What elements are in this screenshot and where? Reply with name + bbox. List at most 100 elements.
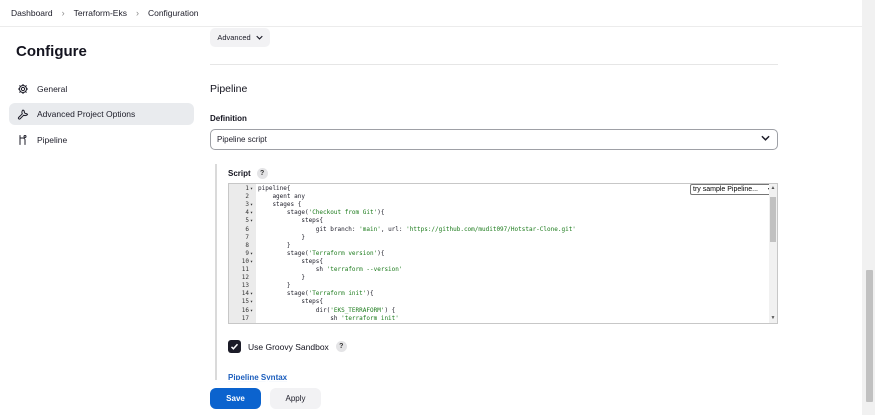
fold-toggle-icon[interactable]: ▾ bbox=[250, 202, 254, 209]
groovy-sandbox-label: Use Groovy Sandbox bbox=[248, 341, 329, 352]
line-number: 4 bbox=[245, 209, 249, 217]
line-number: 9 bbox=[245, 249, 249, 257]
fold-toggle-icon[interactable]: ▾ bbox=[250, 250, 254, 257]
sidebar-item-label: Advanced Project Options bbox=[37, 109, 136, 119]
fold-toggle-icon[interactable]: ▾ bbox=[250, 258, 254, 265]
code-text: steps{ bbox=[258, 257, 324, 265]
definition-select[interactable]: Pipeline script bbox=[210, 129, 778, 150]
line-number: 12 bbox=[241, 274, 249, 282]
page-scrollbar-thumb[interactable] bbox=[866, 270, 873, 402]
code-line: 15▾ steps{ bbox=[229, 298, 769, 306]
breadcrumb: Dashboard › Terraform-Eks › Configuratio… bbox=[0, 0, 875, 27]
fold-toggle-icon[interactable]: ▾ bbox=[250, 307, 254, 314]
line-number: 11 bbox=[241, 266, 249, 273]
advanced-label: Advanced bbox=[217, 33, 251, 42]
line-number: 1 bbox=[245, 185, 249, 192]
wrench-icon bbox=[17, 108, 29, 120]
code-text: stages { bbox=[258, 201, 302, 209]
pipeline-section-title: Pipeline bbox=[210, 83, 248, 95]
sample-pipeline-select[interactable]: try sample Pipeline... ▾ bbox=[690, 184, 774, 195]
help-icon[interactable]: ? bbox=[256, 168, 268, 179]
breadcrumb-configuration[interactable]: Configuration bbox=[147, 8, 199, 18]
line-number: 6 bbox=[245, 225, 249, 233]
code-line: 5▾ steps{ bbox=[229, 217, 769, 225]
code-text: sh 'terraform --version' bbox=[258, 266, 403, 273]
page-title: Configure bbox=[16, 43, 87, 60]
editor-scrollbar[interactable] bbox=[769, 184, 777, 323]
line-number: 3 bbox=[245, 201, 249, 209]
line-number: 5 bbox=[245, 217, 249, 225]
definition-label: Definition bbox=[210, 114, 247, 123]
line-number: 8 bbox=[245, 241, 249, 249]
code-text: steps{ bbox=[258, 298, 324, 306]
advanced-button[interactable]: Advanced bbox=[210, 28, 270, 47]
groovy-sandbox-checkbox[interactable] bbox=[228, 340, 241, 353]
apply-button[interactable]: Apply bbox=[270, 388, 321, 409]
code-text: agent any bbox=[258, 193, 305, 201]
line-number: 14 bbox=[241, 290, 249, 298]
code-text: stage('Terraform version'){ bbox=[258, 249, 385, 257]
code-line: 14▾ stage('Terraform init'){ bbox=[229, 290, 769, 298]
scroll-up-icon[interactable]: ▲ bbox=[770, 185, 776, 191]
code-line: 2 agent any bbox=[229, 193, 769, 201]
code-line: 3▾ stages { bbox=[229, 201, 769, 209]
editor-scrollbar-thumb[interactable] bbox=[770, 197, 776, 242]
code-text: pipeline{ bbox=[258, 185, 291, 192]
editor-gutter bbox=[229, 184, 256, 323]
nested-indicator bbox=[215, 164, 217, 382]
breadcrumb-dashboard[interactable]: Dashboard bbox=[11, 8, 53, 18]
fold-toggle-icon[interactable]: ▾ bbox=[250, 291, 254, 298]
line-number: 17 bbox=[241, 314, 249, 322]
line-number: 16 bbox=[241, 306, 249, 314]
fold-toggle-icon[interactable]: ▾ bbox=[250, 218, 254, 225]
definition-value: Pipeline script bbox=[217, 135, 267, 144]
code-line: 11 sh 'terraform --version' bbox=[229, 266, 769, 274]
scroll-down-icon[interactable]: ▼ bbox=[770, 315, 776, 321]
code-line: 16▾ dir('EKS_TERRAFORM') { bbox=[229, 307, 769, 315]
sidebar-item-pipeline[interactable]: Pipeline bbox=[9, 129, 194, 151]
section-divider bbox=[210, 64, 778, 65]
sidebar-item-general[interactable]: General bbox=[9, 78, 194, 100]
code-line: 10▾ steps{ bbox=[229, 258, 769, 266]
sidebar-item-label: Pipeline bbox=[37, 135, 68, 145]
line-number: 2 bbox=[245, 193, 249, 201]
chevron-down-icon bbox=[761, 134, 770, 143]
script-label-text: Script bbox=[228, 169, 251, 178]
line-number: 10 bbox=[241, 257, 249, 265]
chevron-right-icon: › bbox=[135, 8, 139, 18]
code-line: 12 } bbox=[229, 274, 769, 282]
fold-toggle-icon[interactable]: ▾ bbox=[250, 299, 254, 306]
action-bar bbox=[0, 380, 862, 415]
gear-icon bbox=[17, 83, 29, 95]
line-number: 13 bbox=[241, 282, 249, 290]
sidebar-item-label: General bbox=[37, 84, 68, 94]
chevron-down-icon bbox=[255, 33, 263, 42]
code-line: 4▾ stage('Checkout from Git'){ bbox=[229, 209, 769, 217]
pipeline-icon bbox=[17, 134, 29, 146]
code-text: stage('Checkout from Git'){ bbox=[258, 209, 385, 217]
line-number: 7 bbox=[245, 233, 249, 241]
code-text: } bbox=[258, 274, 305, 282]
code-text: sh 'terraform init' bbox=[258, 314, 399, 322]
code-line: 13 } bbox=[229, 282, 769, 290]
code-text: stage('Terraform init'){ bbox=[258, 290, 374, 298]
breadcrumb-job[interactable]: Terraform-Eks bbox=[73, 8, 127, 18]
code-line: 8 } bbox=[229, 242, 769, 250]
code-text: } bbox=[258, 282, 291, 290]
help-icon[interactable]: ? bbox=[335, 341, 347, 352]
code-line: 7 } bbox=[229, 234, 769, 242]
code-line: 1▾ pipeline{ bbox=[229, 185, 769, 193]
code-text: } bbox=[258, 233, 305, 241]
code-line: 9▾ stage('Terraform version'){ bbox=[229, 250, 769, 258]
code-text: steps{ bbox=[258, 217, 324, 225]
save-button[interactable]: Save bbox=[210, 388, 261, 409]
sidebar-item-advanced-project-options[interactable]: Advanced Project Options bbox=[9, 103, 194, 125]
code-text: git branch: 'main', url: 'https://github… bbox=[258, 225, 576, 233]
line-number: 15 bbox=[241, 298, 249, 306]
fold-toggle-icon[interactable]: ▾ bbox=[250, 210, 254, 217]
pipeline-syntax-link[interactable]: Pipeline Syntax bbox=[228, 373, 288, 382]
fold-toggle-icon[interactable]: ▾ bbox=[250, 186, 254, 192]
groovy-sandbox-row: Use Groovy Sandbox ? bbox=[228, 340, 347, 353]
code-text: dir('EKS_TERRAFORM') { bbox=[258, 306, 396, 314]
